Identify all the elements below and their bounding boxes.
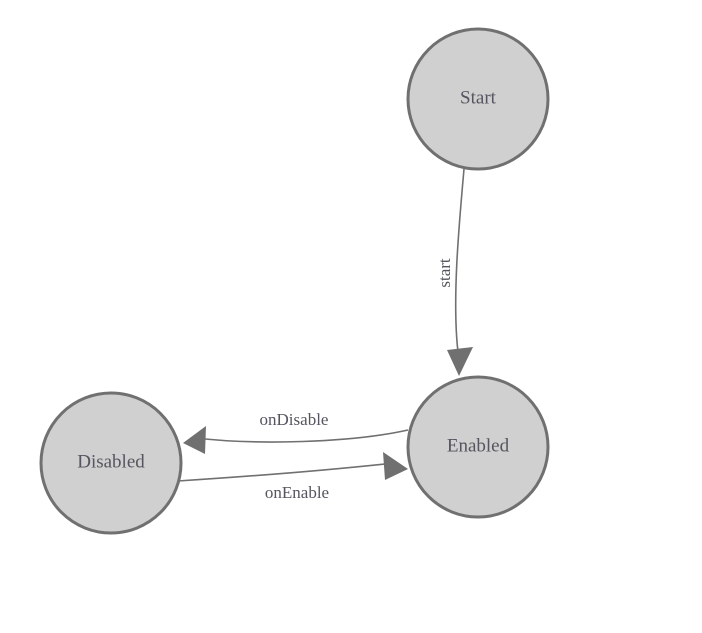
edge-enabled-to-disabled[interactable]: onDisable [183,410,409,454]
arrowhead-onenable [383,452,408,480]
node-disabled-label: Disabled [77,451,145,472]
node-enabled[interactable]: Enabled [406,375,550,519]
node-enabled-label: Enabled [447,435,510,456]
arrowhead-ondisable [183,426,206,454]
edge-start-to-enabled[interactable]: start [435,168,473,376]
edge-path-start [454,168,465,353]
edge-disabled-to-enabled[interactable]: onEnable [177,452,408,502]
node-enabled-circle [406,375,550,519]
arrowhead-start [447,347,473,376]
node-start-label: Start [460,87,497,108]
edge-label-onenable: onEnable [265,483,329,502]
edge-label-ondisable: onDisable [260,410,329,429]
node-start-circle [406,27,550,171]
edge-label-start: start [435,258,454,288]
edge-path-ondisable [195,429,409,443]
edge-path-onenable [177,462,395,482]
node-start[interactable]: Start [406,27,550,171]
node-disabled[interactable]: Disabled [39,391,183,535]
node-disabled-circle [39,391,183,535]
